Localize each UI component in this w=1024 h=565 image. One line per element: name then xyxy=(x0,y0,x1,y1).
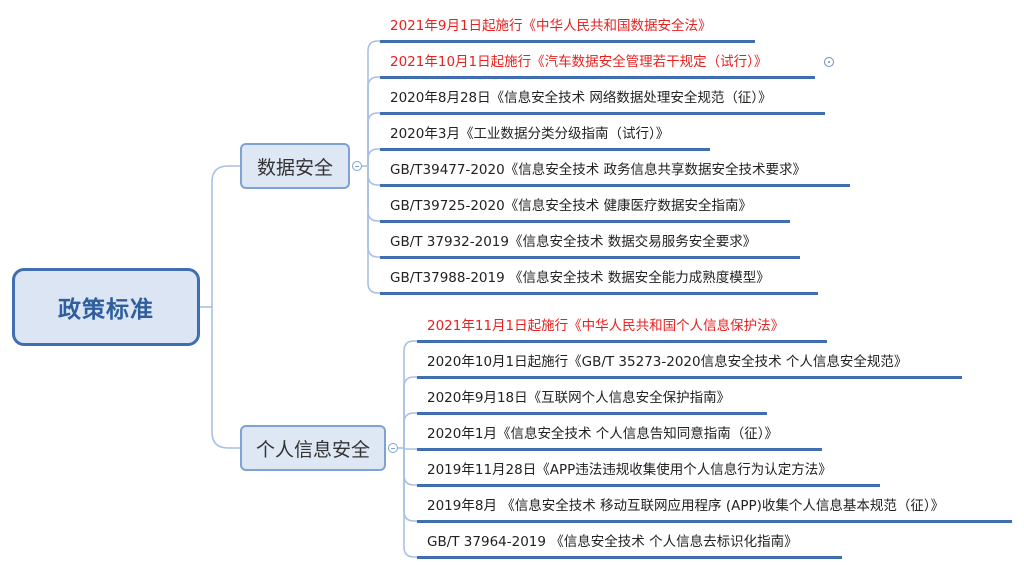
connector-line xyxy=(367,148,380,166)
leaf-topic[interactable]: GB/T39477-2020《信息安全技术 政务信息共享数据安全技术要求》 xyxy=(380,155,850,187)
connector-line xyxy=(211,165,240,307)
connector-line xyxy=(403,448,417,486)
branch-label: 数据安全 xyxy=(256,156,333,179)
connector-line xyxy=(211,307,240,449)
connector-line xyxy=(367,166,380,294)
leaf-topic[interactable]: GB/T37988-2019 《信息安全技术 数据安全能力成熟度模型》 xyxy=(380,263,818,295)
connector-line xyxy=(367,166,380,258)
root-topic-label: 政策标准 xyxy=(58,297,154,323)
leaf-topic[interactable]: 2020年8月28日《信息安全技术 网络数据处理安全规范（征）》 xyxy=(380,83,825,115)
leaf-topic[interactable]: 2020年9月18日《互联网个人信息安全保护指南》 xyxy=(417,383,767,415)
branch-topic-personal-info-security[interactable]: 个人信息安全 xyxy=(240,425,386,471)
connector-line xyxy=(367,166,380,222)
collapse-toggle-icon[interactable] xyxy=(388,443,398,453)
branch-topic-data-security[interactable]: 数据安全 xyxy=(240,143,350,189)
connector-line xyxy=(403,412,417,448)
connector-line xyxy=(367,40,380,166)
leaf-topic[interactable]: GB/T 37932-2019《信息安全技术 数据交易服务安全要求》 xyxy=(380,227,800,259)
topic-marker-icon[interactable] xyxy=(824,57,834,67)
leaf-topic[interactable]: GB/T39725-2020《信息安全技术 健康医疗数据安全指南》 xyxy=(380,191,790,223)
leaf-topic[interactable]: 2019年11月28日《APP违法违规收集使用个人信息行为认定方法》 xyxy=(417,455,880,487)
root-topic[interactable]: 政策标准 xyxy=(12,268,200,346)
leaf-topic[interactable]: 2019年8月 《信息安全技术 移动互联网应用程序 (APP)收集个人信息基本规… xyxy=(417,491,1012,523)
collapse-toggle-icon[interactable] xyxy=(352,161,362,171)
connector-line xyxy=(367,76,380,166)
leaf-topic[interactable]: 2021年10月1日起施行《汽车数据安全管理若干规定（试行）》 xyxy=(380,47,815,79)
leaf-topic[interactable]: 2020年1月《信息安全技术 个人信息告知同意指南（征）》 xyxy=(417,419,822,451)
leaf-topic[interactable]: 2020年10月1日起施行《GB/T 35273-2020信息安全技术 个人信息… xyxy=(417,347,962,379)
connector-line xyxy=(367,166,380,186)
leaf-topic[interactable]: 2021年9月1日起施行《中华人民共和国数据安全法》 xyxy=(380,11,755,43)
connector-line xyxy=(367,112,380,166)
leaf-topic[interactable]: 2020年3月《工业数据分类分级指南（试行）》 xyxy=(380,119,710,151)
connector-line xyxy=(403,448,417,558)
leaf-topic[interactable]: GB/T 37964-2019 《信息安全技术 个人信息去标识化指南》 xyxy=(417,527,842,559)
branch-label: 个人信息安全 xyxy=(255,438,370,461)
connector-line xyxy=(403,340,417,448)
connector-line xyxy=(403,376,417,448)
connector-line xyxy=(403,447,417,450)
leaf-topic[interactable]: 2021年11月1日起施行《中华人民共和国个人信息保护法》 xyxy=(417,311,827,343)
